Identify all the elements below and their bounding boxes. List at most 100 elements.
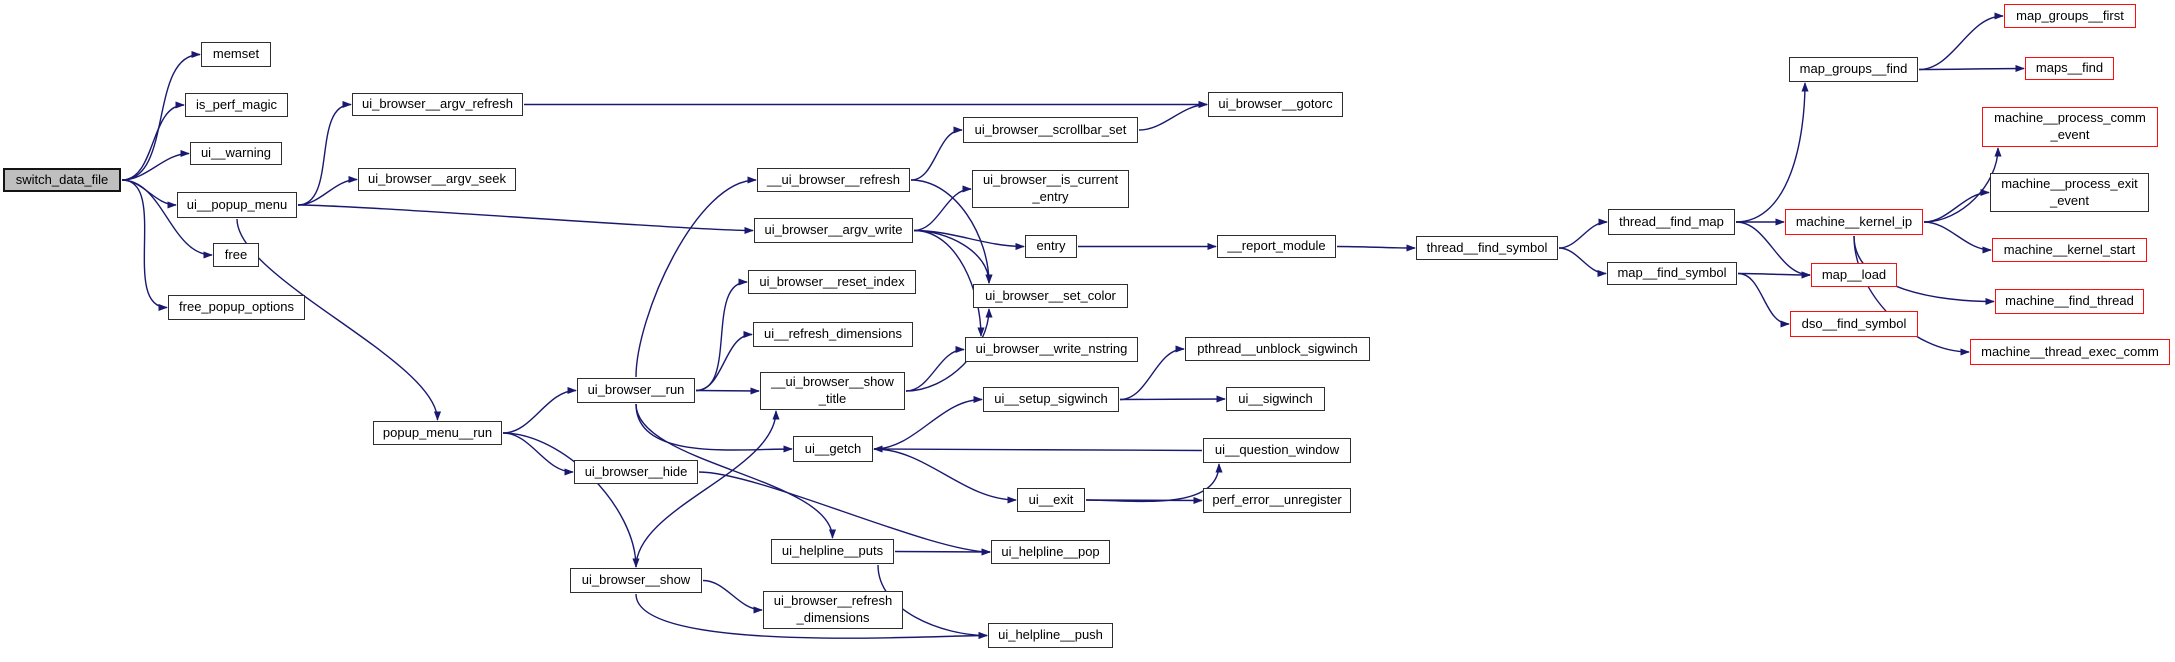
edge-ui__exit--perf_error__unregister — [1085, 496, 1203, 505]
node-machine__kernel_ip[interactable]: machine__kernel_ip — [1785, 209, 1923, 235]
node-thread__find_map[interactable]: thread__find_map — [1608, 209, 1735, 235]
node-machine__find_thread[interactable]: machine__find_thread — [1995, 289, 2144, 314]
node-popup_menu__run[interactable]: popup_menu__run — [373, 421, 502, 445]
node-label: ui_helpline__puts — [781, 543, 884, 559]
edge-ui_browser__hide--ui_helpline__pop — [698, 471, 991, 556]
node-maps__find[interactable]: maps__find — [2025, 57, 2114, 80]
edge-map_groups__find--map_groups__first — [1918, 12, 2004, 71]
node-perf_error__unregister[interactable]: perf_error__unregister — [1203, 488, 1351, 513]
edge-ui__getch--ui__exit — [873, 448, 1017, 504]
node-ui__warning[interactable]: ui__warning — [190, 142, 282, 165]
edge-map__find_symbol--map__load — [1737, 271, 1811, 279]
node-label: ui__question_window — [1214, 442, 1340, 458]
node-__ui_browser__show_title[interactable]: __ui_browser__show _title — [760, 372, 905, 410]
edge-ui__exit--ui__question_window — [1085, 463, 1223, 503]
node-free_popup_options[interactable]: free_popup_options — [168, 295, 305, 320]
node-free[interactable]: free — [213, 243, 259, 267]
node-ui_browser__argv_seek[interactable]: ui_browser__argv_seek — [358, 168, 516, 191]
node-label: dso__find_symbol — [1801, 315, 1907, 331]
node-map_groups__first[interactable]: map_groups__first — [2004, 4, 2136, 28]
node-dso__find_symbol[interactable]: dso__find_symbol — [1790, 311, 1918, 337]
edge-thread__find_map--map__load — [1735, 221, 1811, 279]
edge-ui__setup_sigwinch--pthread__unblock_sigwinch — [1119, 345, 1185, 401]
node-label: free_popup_options — [179, 299, 294, 315]
node-label: map_groups__first — [2016, 7, 2124, 23]
node-map__load[interactable]: map__load — [1811, 263, 1897, 287]
node-switch_data_file[interactable]: switch_data_file — [3, 168, 121, 192]
node-__report_module[interactable]: __report_module — [1217, 235, 1336, 258]
node-label: switch_data_file — [15, 171, 109, 187]
node-ui_browser__run[interactable]: ui_browser__run — [577, 378, 695, 403]
node-ui_helpline__pop[interactable]: ui_helpline__pop — [991, 540, 1110, 564]
edge-popup_menu__run--ui_browser__show — [502, 432, 640, 568]
node-machine__kernel_start[interactable]: machine__kernel_start — [1992, 238, 2147, 262]
node-label: popup_menu__run — [382, 424, 493, 440]
node-thread__find_symbol[interactable]: thread__find_symbol — [1416, 236, 1558, 260]
edge-switch_data_file--memset — [121, 50, 201, 181]
node-label: machine__kernel_ip — [1795, 213, 1913, 229]
node-is_perf_magic[interactable]: is_perf_magic — [185, 93, 288, 117]
node-ui_browser__refresh_dimensions[interactable]: ui_browser__refresh _dimensions — [763, 591, 903, 629]
node-label: machine__thread_exec_comm — [1981, 343, 2159, 359]
node-label: ui_browser__run — [587, 382, 685, 398]
node-ui__question_window[interactable]: ui__question_window — [1203, 438, 1351, 463]
edge-ui_browser__argv_write--ui_browser__set_color — [913, 229, 993, 284]
node-ui_browser__argv_write[interactable]: ui_browser__argv_write — [754, 218, 913, 243]
node-label: __report_module — [1227, 238, 1326, 254]
node-label: ui__warning — [200, 145, 272, 161]
edge-thread__find_map--map_groups__find — [1735, 82, 1809, 223]
edge-ui__popup_menu--ui_browser__argv_seek — [297, 175, 358, 206]
node-label: perf_error__unregister — [1212, 492, 1342, 508]
node-label: ui_browser__gotorc — [1218, 96, 1333, 112]
node-label: maps__find — [2035, 60, 2104, 76]
edge-machine__kernel_ip--machine__kernel_start — [1923, 221, 1992, 254]
node-__ui_browser__refresh[interactable]: __ui_browser__refresh — [757, 168, 910, 192]
node-label: ui_helpline__pop — [1001, 543, 1100, 559]
node-label: ui_browser__scrollbar_set — [974, 121, 1127, 137]
node-ui_browser__reset_index[interactable]: ui_browser__reset_index — [748, 270, 916, 294]
node-map_groups__find[interactable]: map_groups__find — [1789, 57, 1918, 82]
edge-ui__getch--ui__setup_sigwinch — [873, 395, 983, 450]
node-label: ui__sigwinch — [1238, 390, 1313, 406]
node-ui__getch[interactable]: ui__getch — [793, 436, 873, 462]
node-label: thread__find_map — [1619, 213, 1724, 229]
node-ui__sigwinch[interactable]: ui__sigwinch — [1226, 387, 1325, 411]
edge-ui_browser__scrollbar_set--ui_browser__gotorc — [1138, 100, 1208, 131]
edge-switch_data_file--is_perf_magic — [121, 101, 185, 181]
node-ui__exit[interactable]: ui__exit — [1017, 488, 1085, 512]
node-label: __ui_browser__show _title — [771, 374, 894, 406]
node-map__find_symbol[interactable]: map__find_symbol — [1607, 262, 1737, 285]
node-ui__popup_menu[interactable]: ui__popup_menu — [177, 192, 297, 218]
node-label: ui_browser__set_color — [985, 287, 1116, 303]
node-entry[interactable]: entry — [1025, 235, 1077, 258]
edge-__ui_browser__show_title--ui_browser__write_nstring — [905, 345, 965, 392]
node-ui_browser__is_current_entry[interactable]: ui_browser__is_current _entry — [972, 170, 1129, 208]
node-ui__refresh_dimensions[interactable]: ui__refresh_dimensions — [753, 322, 913, 347]
node-label: map_groups__find — [1799, 61, 1908, 77]
node-label: map__find_symbol — [1617, 265, 1727, 281]
edge-ui_browser__argv_write--ui_browser__write_nstring — [913, 229, 985, 337]
node-memset[interactable]: memset — [201, 42, 271, 67]
edge-switch_data_file--ui__warning — [121, 149, 190, 181]
node-label: ui__exit — [1028, 491, 1074, 507]
node-ui_browser__write_nstring[interactable]: ui_browser__write_nstring — [965, 337, 1138, 362]
node-ui_browser__scrollbar_set[interactable]: ui_browser__scrollbar_set — [963, 117, 1138, 143]
node-machine__process_exit_event[interactable]: machine__process_exit _event — [1990, 173, 2149, 212]
node-ui_browser__set_color[interactable]: ui_browser__set_color — [973, 284, 1128, 308]
node-ui_browser__show[interactable]: ui_browser__show — [570, 568, 702, 593]
edge-popup_menu__run--ui_browser__run — [502, 386, 577, 434]
node-ui_browser__argv_refresh[interactable]: ui_browser__argv_refresh — [352, 93, 523, 116]
node-ui__setup_sigwinch[interactable]: ui__setup_sigwinch — [983, 387, 1119, 412]
node-label: memset — [212, 46, 260, 62]
node-ui_helpline__puts[interactable]: ui_helpline__puts — [771, 539, 894, 564]
node-label: thread__find_symbol — [1426, 239, 1548, 255]
node-ui_browser__hide[interactable]: ui_browser__hide — [574, 460, 698, 484]
edge-switch_data_file--free — [121, 179, 213, 259]
node-ui_browser__gotorc[interactable]: ui_browser__gotorc — [1208, 92, 1343, 117]
node-label: machine__process_exit _event — [2001, 175, 2138, 208]
node-machine__thread_exec_comm[interactable]: machine__thread_exec_comm — [1970, 339, 2170, 365]
node-machine__process_comm_event[interactable]: machine__process_comm _event — [1982, 107, 2158, 147]
node-label: ui__getch — [804, 440, 862, 456]
node-pthread__unblock_sigwinch[interactable]: pthread__unblock_sigwinch — [1185, 337, 1370, 361]
node-ui_helpline__push[interactable]: ui_helpline__push — [988, 623, 1113, 648]
